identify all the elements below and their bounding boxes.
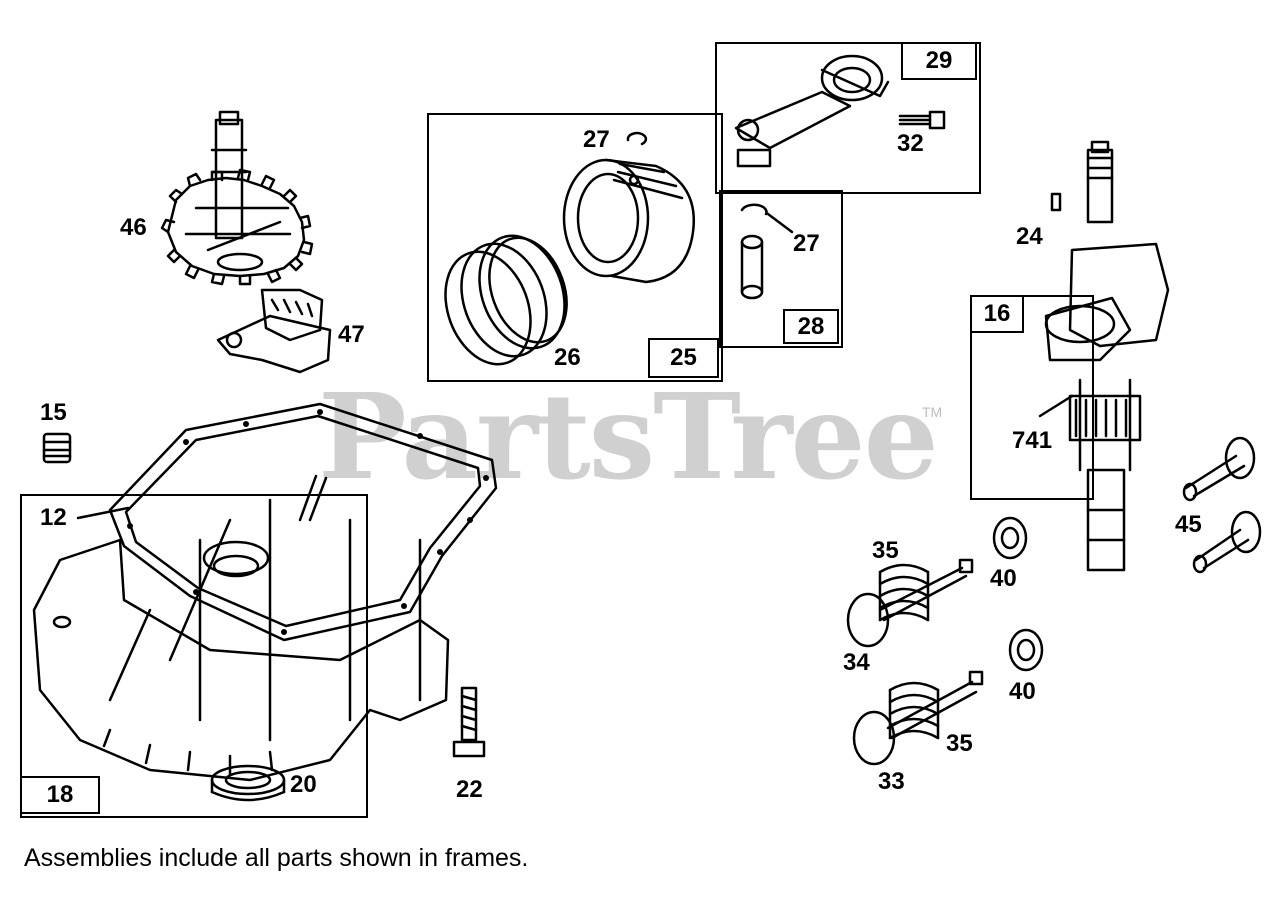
callout-27-lower: 27 (793, 230, 820, 257)
camshaft-gear-icon (160, 110, 314, 286)
callout-46: 46 (120, 214, 147, 241)
frame-tag-connecting-rod: 29 (901, 42, 977, 80)
frame-sump (20, 494, 368, 818)
valve-lifter-2-icon (1192, 510, 1262, 574)
retaining-ring-icon (626, 131, 648, 146)
assembly-footnote: Assemblies include all parts shown in fr… (24, 844, 529, 872)
callout-35-lower: 35 (946, 730, 973, 757)
callout-15: 15 (40, 399, 67, 426)
key-icon (1050, 192, 1062, 212)
retaining-ring-2-icon (740, 203, 768, 216)
callout-40-upper: 40 (990, 565, 1017, 592)
frame-piston-pin (719, 190, 843, 348)
sump-body-icon (32, 474, 450, 782)
bolt-icon (452, 686, 486, 758)
crankshaft-icon (1044, 140, 1170, 572)
connecting-rod-icon (734, 54, 890, 168)
frame-crankshaft (970, 295, 1094, 500)
governor-bracket-icon (216, 288, 332, 374)
piston-icon (562, 158, 696, 284)
callout-26: 26 (554, 344, 581, 371)
callout-20: 20 (290, 771, 317, 798)
frame-tag-sump: 18 (20, 776, 100, 814)
callout-34: 34 (843, 649, 870, 676)
piston-rings-icon (444, 234, 568, 366)
intake-valve-icon (846, 558, 974, 648)
valve-lifter-icon (1182, 436, 1256, 502)
callout-32: 32 (897, 130, 924, 157)
callout-24: 24 (1016, 223, 1043, 250)
valve-retainer-icon (992, 516, 1028, 560)
screw-icon (898, 110, 946, 130)
callout-12: 12 (40, 504, 67, 531)
callout-22: 22 (456, 776, 483, 803)
frame-tag-crankshaft: 16 (970, 295, 1024, 333)
callout-27-top: 27 (583, 126, 610, 153)
callout-40-lower: 40 (1009, 678, 1036, 705)
callout-47: 47 (338, 321, 365, 348)
frame-tag-piston-pin: 28 (783, 309, 839, 344)
frame-tag-piston-assembly: 25 (648, 338, 719, 378)
exhaust-valve-icon (852, 670, 984, 766)
callout-45: 45 (1175, 511, 1202, 538)
valve-retainer-2-icon (1008, 628, 1044, 672)
callout-33: 33 (878, 768, 905, 795)
frame-piston-assembly (427, 113, 723, 382)
oil-seal-icon (210, 764, 286, 802)
sump-gasket-icon (108, 402, 498, 642)
valve-spring-2-icon (888, 681, 940, 740)
frame-connecting-rod (715, 42, 981, 194)
piston-pin-icon (740, 234, 764, 300)
callout-35-upper: 35 (872, 537, 899, 564)
watermark-trademark: TM (922, 404, 943, 420)
drain-plug-icon (42, 432, 72, 464)
callout-741: 741 (1012, 427, 1053, 454)
valve-spring-icon (878, 563, 930, 622)
